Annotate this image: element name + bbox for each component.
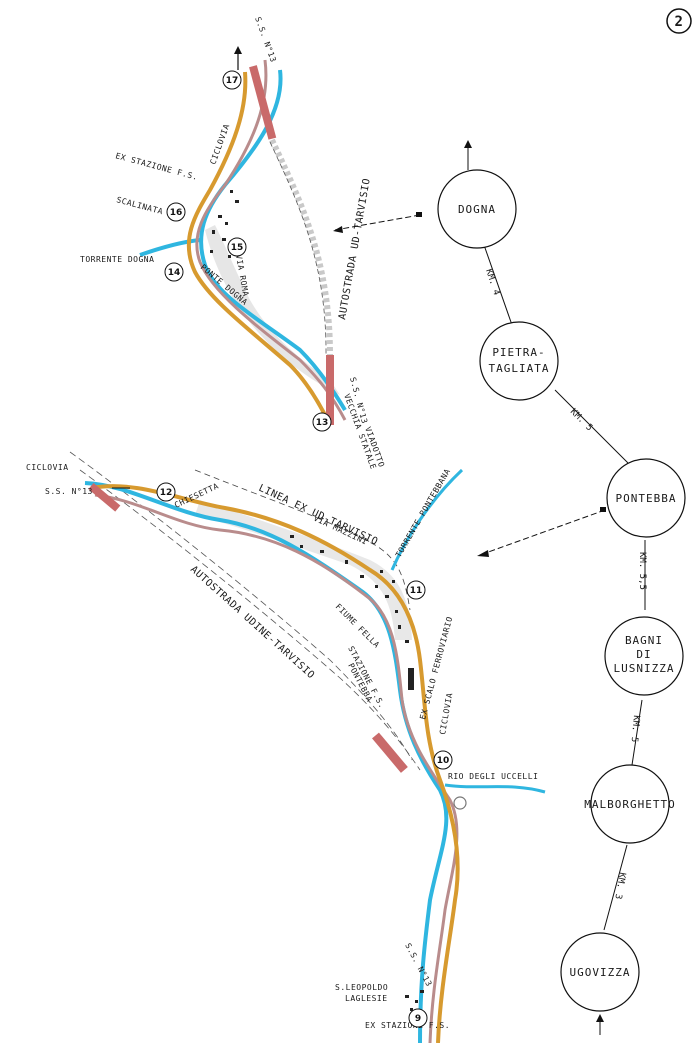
marker-15: 15	[227, 237, 247, 257]
distance-dogna-pietratagliata: KM. 4	[483, 268, 501, 297]
label-ex-stazione-lower: EX STAZIONE F.S.	[365, 1021, 450, 1030]
road-upper	[195, 59, 347, 421]
distance-pietratagliata-pontebba: KM. 5	[568, 407, 594, 433]
marker-12: 12	[156, 482, 176, 502]
label-torrente-pontebbana: TORRENTE PONTEBBANA	[394, 467, 452, 559]
station-lusnizza: BAGNI DI LUSNIZZA	[604, 616, 684, 696]
station-ugovizza-label: UGOVIZZA	[570, 966, 631, 979]
station-pontebba-label: PONTEBBA	[616, 492, 677, 505]
label-ciclovia-lower: CICLOVIA	[26, 463, 69, 472]
bridge-17	[249, 65, 277, 140]
torrente-pontebbana-line	[390, 468, 464, 571]
marker-17: 17	[222, 70, 242, 90]
distance-pontebba-lusnizza: KM. 5,5	[637, 552, 647, 590]
marker-15-text: 15	[231, 243, 244, 253]
station-lusnizza-label-2: DI	[636, 648, 651, 661]
marker-12-text: 12	[160, 488, 173, 498]
label-ss13-lower-b: S.S. N°13	[403, 942, 433, 988]
label-fiume-fella: FIUME FELLA	[334, 602, 382, 650]
station-dogna: DOGNA	[437, 169, 517, 249]
station-pontebba: PONTEBBA	[606, 458, 686, 538]
label-s-leopoldo: S.LEOPOLDO	[335, 983, 388, 992]
north-arrow-head-upper	[234, 46, 242, 54]
distance-malborghetto-ugovizza: KM. 3	[612, 871, 627, 899]
pointer-to-upper-map	[334, 214, 421, 231]
pointer-to-lower-map	[479, 509, 606, 556]
road-lower	[94, 493, 459, 1043]
bridge-13	[326, 355, 334, 425]
pointer-to-upper-map-tail	[416, 212, 422, 217]
station-malborghetto-label: MALBORGHETTO	[584, 798, 675, 811]
marker-11-text: 11	[410, 586, 423, 596]
marker-14-text: 14	[168, 268, 181, 278]
station-chain: DOGNA PIETRA- TAGLIATA PONTEBBA BAGNI DI…	[333, 140, 686, 1035]
station-dogna-label: DOGNA	[458, 203, 496, 216]
marker-16: 16	[166, 202, 186, 222]
river-fella-upper	[199, 69, 347, 412]
upper-map: S.S. N°13 CICLOVIA EX STAZIONE F.S. SCAL…	[80, 16, 386, 471]
marker-17-text: 17	[226, 76, 239, 86]
marker-16-text: 16	[170, 208, 183, 218]
station-lusnizza-label-3: LUSNIZZA	[614, 662, 675, 675]
cycle-path-lower	[91, 484, 460, 1043]
marker-9-text: 9	[415, 1014, 421, 1024]
label-motorway-lower: AUTOSTRADA UDINE-TARVISIO	[188, 564, 317, 681]
roundabout	[453, 796, 467, 810]
page-number: 2	[666, 8, 692, 34]
motorway-edge	[269, 141, 327, 357]
marker-9: 9	[408, 1008, 428, 1028]
bridge-10	[372, 732, 408, 773]
motorway-line	[269, 138, 333, 356]
page-number-text: 2	[675, 14, 684, 30]
link-pietratagliata-pontebba	[554, 389, 631, 466]
station-pietratagliata-label-1: PIETRA-	[492, 346, 545, 359]
torrente-dogna-line	[139, 238, 201, 257]
motorway-lower-b	[79, 469, 421, 771]
arrow-north-dogna-head	[464, 140, 472, 148]
railway-line	[194, 469, 411, 611]
ex-scalo-building	[408, 668, 414, 690]
marker-10: 10	[433, 750, 453, 770]
station-pietratagliata-label-2: TAGLIATA	[489, 362, 550, 375]
label-ciclovia-lower-2: CICLOVIA	[438, 692, 454, 735]
pointer-to-lower-map-head	[477, 550, 489, 557]
pointer-to-lower-map-tail	[600, 507, 606, 512]
bridge-12	[88, 483, 121, 512]
label-torrente-dogna: TORRENTE DOGNA	[80, 255, 154, 264]
marker-11: 11	[406, 580, 426, 600]
label-ss13-top: S.S. N°13	[253, 16, 278, 64]
cycle-path-upper	[186, 71, 332, 426]
label-laglesie: LAGLESIE	[345, 994, 388, 1003]
pointer-to-upper-map-head	[333, 226, 343, 233]
lower-map: CICLOVIA S.S. N°13 CHIESETTA LINEA EX UD…	[26, 451, 546, 1043]
label-ciclovia-upper: CICLOVIA	[208, 123, 231, 166]
rio-uccelli-line	[444, 783, 546, 794]
marker-14: 14	[164, 262, 184, 282]
arrow-south-ugovizza-head	[596, 1014, 604, 1022]
marker-13: 13	[312, 412, 332, 432]
settlement-laglesie	[405, 990, 424, 1011]
marker-10-text: 10	[437, 756, 450, 766]
distance-lusnizza-malborghetto: KM. 5	[629, 715, 641, 743]
station-malborghetto: MALBORGHETTO	[584, 764, 675, 844]
station-pietratagliata: PIETRA- TAGLIATA	[479, 321, 559, 401]
motorway-lower-a	[69, 451, 413, 761]
settlement-dogna	[210, 190, 239, 258]
settlement-pontebba	[290, 535, 409, 643]
station-ugovizza: UGOVIZZA	[560, 932, 640, 1012]
station-lusnizza-label-1: BAGNI	[625, 634, 663, 647]
link-malborghetto-ugovizza	[603, 844, 628, 931]
label-ex-stazione-upper: EX STAZIONE F.S.	[114, 151, 198, 182]
marker-13-text: 13	[316, 418, 329, 428]
link-dogna-pietratagliata	[483, 244, 513, 326]
label-scalinata: SCALINATA	[115, 195, 164, 216]
label-ss13-lower: S.S. N°13	[45, 487, 93, 496]
label-motorway-upper: AUTOSTRADA UD-TARVISIO	[337, 177, 373, 320]
link-lusnizza-malborghetto	[631, 699, 643, 766]
label-rio-uccelli: RIO DEGLI UCCELLI	[448, 772, 538, 781]
